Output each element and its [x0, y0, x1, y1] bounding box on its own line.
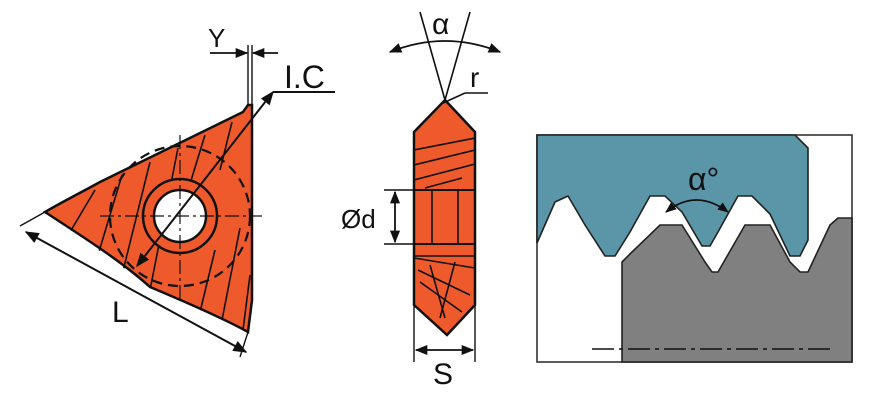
l-extension-2 [239, 331, 249, 358]
d-label: Ød [341, 204, 376, 234]
r-label: r [470, 62, 479, 93]
alpha-label: α [432, 8, 449, 41]
workpiece [621, 217, 853, 363]
l-label: L [112, 296, 129, 329]
ic-label: I.C [284, 59, 325, 95]
alpha-line-right [444, 11, 471, 101]
alpha-line-left [419, 11, 446, 101]
y-label: Y [208, 23, 225, 53]
tool-insert [536, 134, 809, 257]
thread-profile: α° [536, 134, 853, 363]
insert-side-view: α r Ød S [341, 8, 502, 391]
hole-bore [431, 190, 459, 244]
side-hatching [414, 137, 475, 319]
alpha-deg-arc [665, 199, 729, 213]
l-dimension-arrow [24, 231, 248, 353]
s-label: S [433, 358, 453, 391]
alpha-arc [388, 40, 502, 53]
r-leader [440, 92, 466, 105]
l-extension-1 [19, 211, 46, 227]
alpha-deg-label: α° [688, 161, 719, 197]
insert-top-view: I.C L Y [19, 23, 335, 358]
